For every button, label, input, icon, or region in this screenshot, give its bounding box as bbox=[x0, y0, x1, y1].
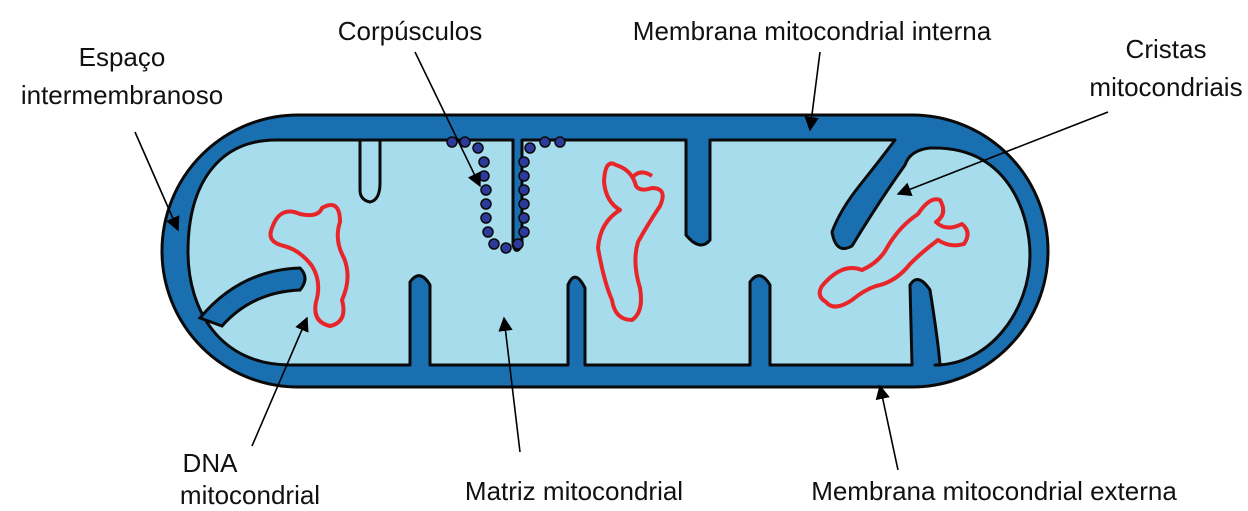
label-membrana-interna: Membrana mitocondrial interna bbox=[633, 16, 992, 46]
mitochondrial-matrix bbox=[188, 140, 1030, 365]
label-matriz: Matriz mitocondrial bbox=[465, 476, 683, 506]
label-espaco-line1: Espaço bbox=[79, 42, 166, 72]
label-corpusculos: Corpúsculos bbox=[338, 16, 483, 46]
pointer-espaco bbox=[135, 132, 178, 230]
pointer-membrana-externa bbox=[880, 386, 898, 470]
label-dna-line2: mitocondrial bbox=[180, 480, 320, 510]
label-cristas-line2: mitocondriais bbox=[1089, 72, 1242, 102]
label-espaco-line2: intermembranoso bbox=[21, 80, 223, 110]
label-membrana-externa: Membrana mitocondrial externa bbox=[811, 476, 1177, 506]
label-cristas-line1: Cristas bbox=[1126, 34, 1207, 64]
label-dna-line1: DNA bbox=[183, 448, 239, 478]
